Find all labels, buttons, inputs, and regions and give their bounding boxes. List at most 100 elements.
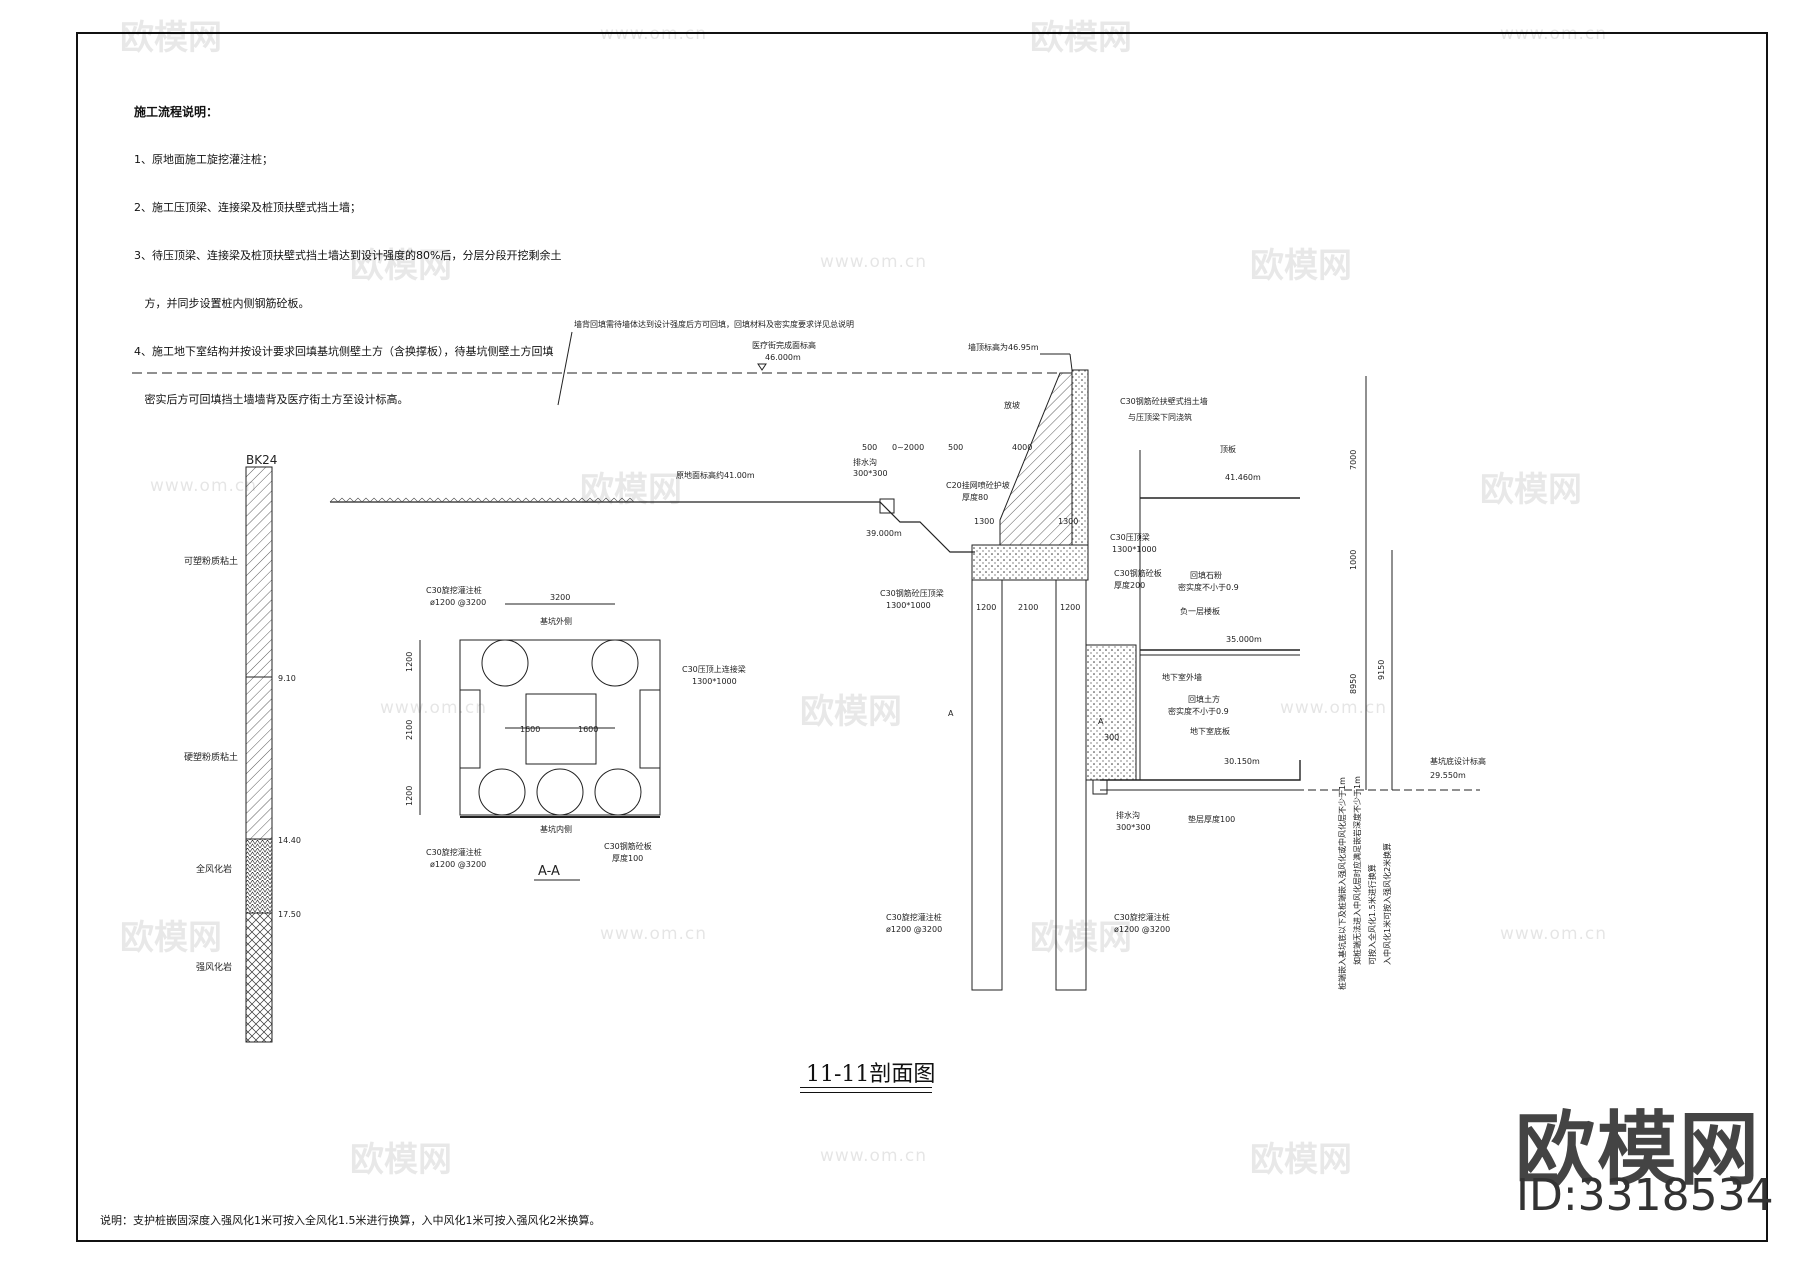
pile-embed-1: 桩端嵌入基坑底以下及桩端嵌入强风化或中风化层不少于1m [1337, 777, 1347, 990]
compact-2: 密实度不小于0.9 [1168, 706, 1229, 716]
watermark-url: www.om.cn [600, 24, 708, 44]
brand-id: ID:3318534 [1516, 1170, 1774, 1221]
notes-line-6: 密实后方可回填挡土墙墙背及医疗街土方至设计标高。 [134, 393, 409, 406]
dim-1300a: 1300 [974, 517, 994, 526]
aa-pile-bot-size: ø1200 @3200 [430, 860, 486, 869]
dim-8950: 8950 [1349, 674, 1358, 694]
elev-41: 41.460m [1225, 473, 1261, 482]
top-drain [879, 498, 895, 514]
watermark: 欧模网 [1480, 470, 1582, 510]
aa-pile [591, 639, 639, 687]
aa-1600a: 1600 [520, 725, 540, 734]
floor-b1: 负一层楼板 [1180, 606, 1220, 616]
pit-design: 基坑底设计标高 [1430, 756, 1486, 766]
watermark: 欧模网 [1030, 18, 1132, 58]
elev-39: 39.000m [866, 529, 902, 538]
top-plate-label: 顶板 [1220, 444, 1236, 454]
layer-3-label: 全风化岩 [196, 863, 232, 875]
bottom-note: 说明：支护桩嵌固深度入强风化1米可按入全风化1.5米进行换算，入中风化1米可按入… [100, 1214, 601, 1227]
dim-1200a: 1200 [976, 603, 996, 612]
watermark: 欧模网 [800, 692, 902, 732]
dim-1000: 1000 [1349, 550, 1358, 570]
dim-range: 0~2000 [892, 443, 924, 452]
dim-2100: 2100 [1018, 603, 1038, 612]
aa-pile [536, 768, 584, 816]
layer-1-label: 可塑粉质粘土 [184, 555, 238, 567]
construction-notes: 施工流程说明： 1、原地面施工旋挖灌注桩； 2、施工压顶梁、连接梁及桩顶扶壁式挡… [134, 72, 561, 424]
depth-2: 14.40 [278, 836, 301, 845]
elev-46: 46.000m [765, 353, 801, 362]
bottom-drain [1092, 779, 1108, 795]
backfill-leader [557, 331, 573, 406]
aa-plan [419, 603, 661, 818]
notes-line-4: 方，并同步设置桩内侧钢筋砼板。 [134, 297, 310, 310]
notes-line-5: 4、施工地下室结构并按设计要求回填基坑侧壁土方（含换撑板），待基坑侧壁土方回填 [134, 345, 554, 358]
basement-wall: 地下室外墙 [1162, 672, 1202, 682]
dim-500b: 500 [948, 443, 963, 452]
dim-1200b: 1200 [1060, 603, 1080, 612]
dim-4000: 4000 [1012, 443, 1032, 452]
notes-line-3: 3、待压顶梁、连接梁及桩顶扶壁式挡土墙达到设计强度的80%后，分层分段开挖剩余土 [134, 249, 562, 262]
aa-pile-top-label: C30旋挖灌注桩 [426, 585, 482, 595]
dim-300: 300 [1104, 733, 1119, 742]
inner-slab [1085, 644, 1137, 781]
watermark: 欧模网 [350, 1140, 452, 1180]
watermark-url: www.om.cn [150, 476, 258, 496]
aa-pile [481, 639, 529, 687]
watermark: 欧模网 [120, 18, 222, 58]
pile-right [1055, 579, 1087, 991]
aa-outside: 基坑外侧 [540, 616, 572, 626]
slope-protect: C20挂网喷砼护坡 [946, 480, 1010, 490]
drawing-frame [76, 32, 1768, 1242]
aa-beam-label: C30压顶上连接梁 [682, 664, 746, 674]
layer-3 [245, 838, 273, 914]
watermark-url: www.om.cn [820, 1146, 928, 1166]
aa-pile [594, 768, 642, 816]
backfill-gravel: 回填石粉 [1190, 570, 1222, 580]
pile-left [971, 579, 1003, 991]
wall-top-label: 墙顶标高为46.95m [968, 342, 1039, 352]
aa-1600b: 1600 [578, 725, 598, 734]
pile-left-size: ø1200 @3200 [886, 925, 942, 934]
borehole-id: BK24 [246, 453, 277, 467]
drain-bottom-size: 300*300 [1116, 823, 1151, 832]
watermark: 欧模网 [120, 918, 222, 958]
aa-pile-top-size: ø1200 @3200 [430, 598, 486, 607]
layer-2-label: 硬塑粉质粘土 [184, 751, 238, 763]
backfill-soil: 回填土方 [1188, 694, 1220, 704]
watermark: 欧模网 [1030, 918, 1132, 958]
aa-inside: 基坑内侧 [540, 824, 572, 834]
drain-bottom-label: 排水沟 [1116, 810, 1140, 820]
notes-line-2: 2、施工压顶梁、连接梁及桩顶扶壁式挡土墙； [134, 201, 361, 214]
crown-beam-left: C30钢筋砼压顶梁 [880, 588, 944, 598]
layer-4-label: 强风化岩 [196, 961, 232, 973]
watermark: 欧模网 [350, 246, 452, 286]
pile-right-size: ø1200 @3200 [1114, 925, 1170, 934]
depth-3: 17.50 [278, 910, 301, 919]
elev-29: 29.550m [1430, 771, 1466, 780]
watermark: 欧模网 [1250, 246, 1352, 286]
layer-1 [245, 466, 273, 678]
retain-wall-label: C30钢筋砼扶壁式挡土墙 [1120, 396, 1208, 406]
aa-pile [478, 768, 526, 816]
section-mark-right: A [1098, 717, 1104, 726]
crown-beam-left-size: 1300*1000 [886, 601, 931, 610]
crown-beam-label: C30压顶梁 [1110, 533, 1150, 542]
borehole-column: BK24 可塑粉质粘土 硬塑粉质粘土 全风化岩 强风化岩 9.10 14.40 … [184, 453, 301, 1043]
slab-label-2: 厚度200 [1114, 580, 1145, 590]
watermark-url: www.om.cn [600, 924, 708, 944]
slope-protect-2: 厚度80 [962, 492, 988, 502]
aa-slab-thk: 厚度100 [612, 853, 643, 863]
notes-title: 施工流程说明： [134, 105, 219, 119]
retaining-structure [850, 369, 1301, 991]
cushion: 垫层厚度100 [1188, 814, 1235, 824]
aa-1200b: 1200 [405, 786, 414, 806]
brand-logo: 欧模网 [1515, 1103, 1761, 1196]
drain-top-size: 300*300 [853, 469, 888, 478]
slope-label: 放坡 [1004, 400, 1020, 410]
aa-1200a: 1200 [405, 652, 414, 672]
section-title: 11-11剖面图 [806, 1062, 936, 1087]
section-title-underline [800, 1087, 932, 1093]
drain-top-label: 排水沟 [853, 457, 877, 467]
